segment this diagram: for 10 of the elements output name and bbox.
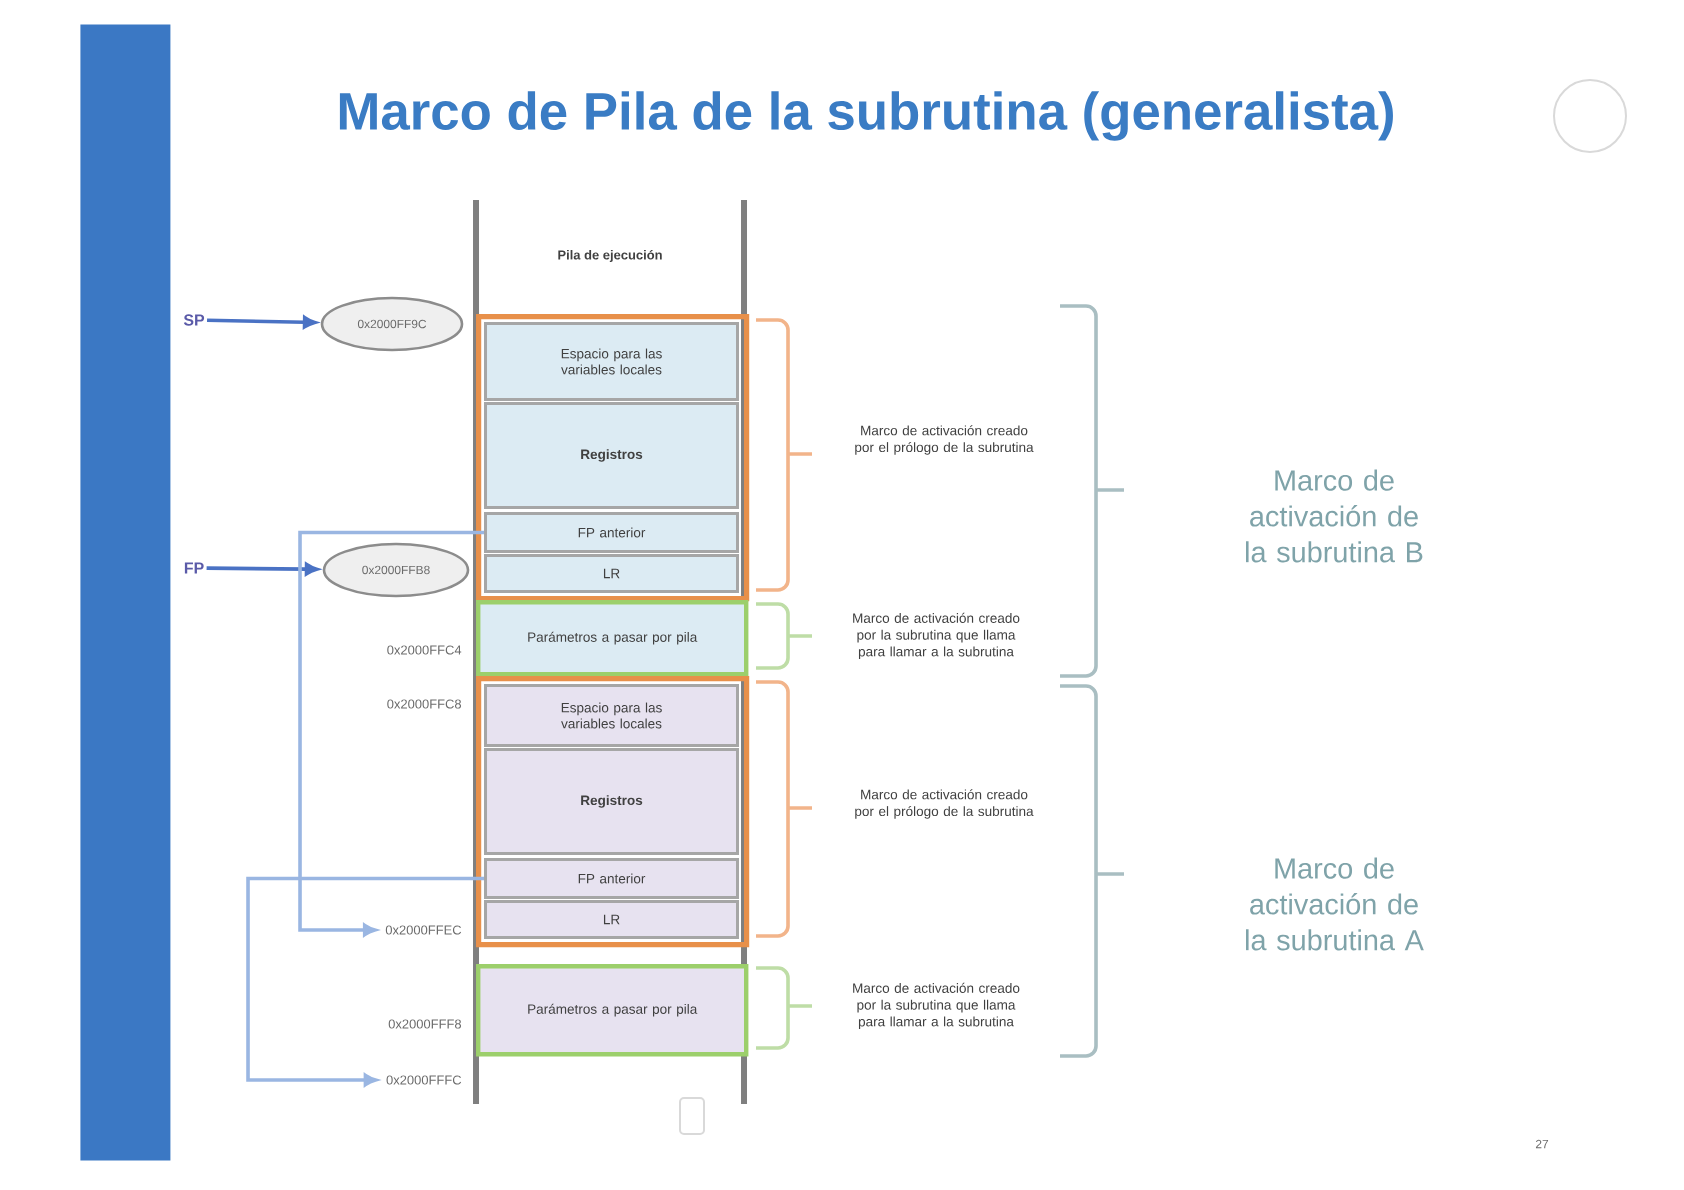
slide-title: Marco de Pila de la subrutina (generalista): [339, 91, 1393, 141]
arrow: [206, 562, 319, 576]
arrow: [207, 315, 317, 329]
frame-caption: Marco de activación de la subrutina B: [1246, 469, 1423, 563]
pointer-arrow: [246, 876, 484, 1087]
frame-caption: Marco de activación de la subrutina A: [1246, 857, 1424, 951]
pointer-arrow: [298, 530, 484, 937]
frame-outline: [476, 676, 750, 948]
sidebar-band: [80, 24, 171, 1161]
frame-outline: [476, 314, 750, 602]
